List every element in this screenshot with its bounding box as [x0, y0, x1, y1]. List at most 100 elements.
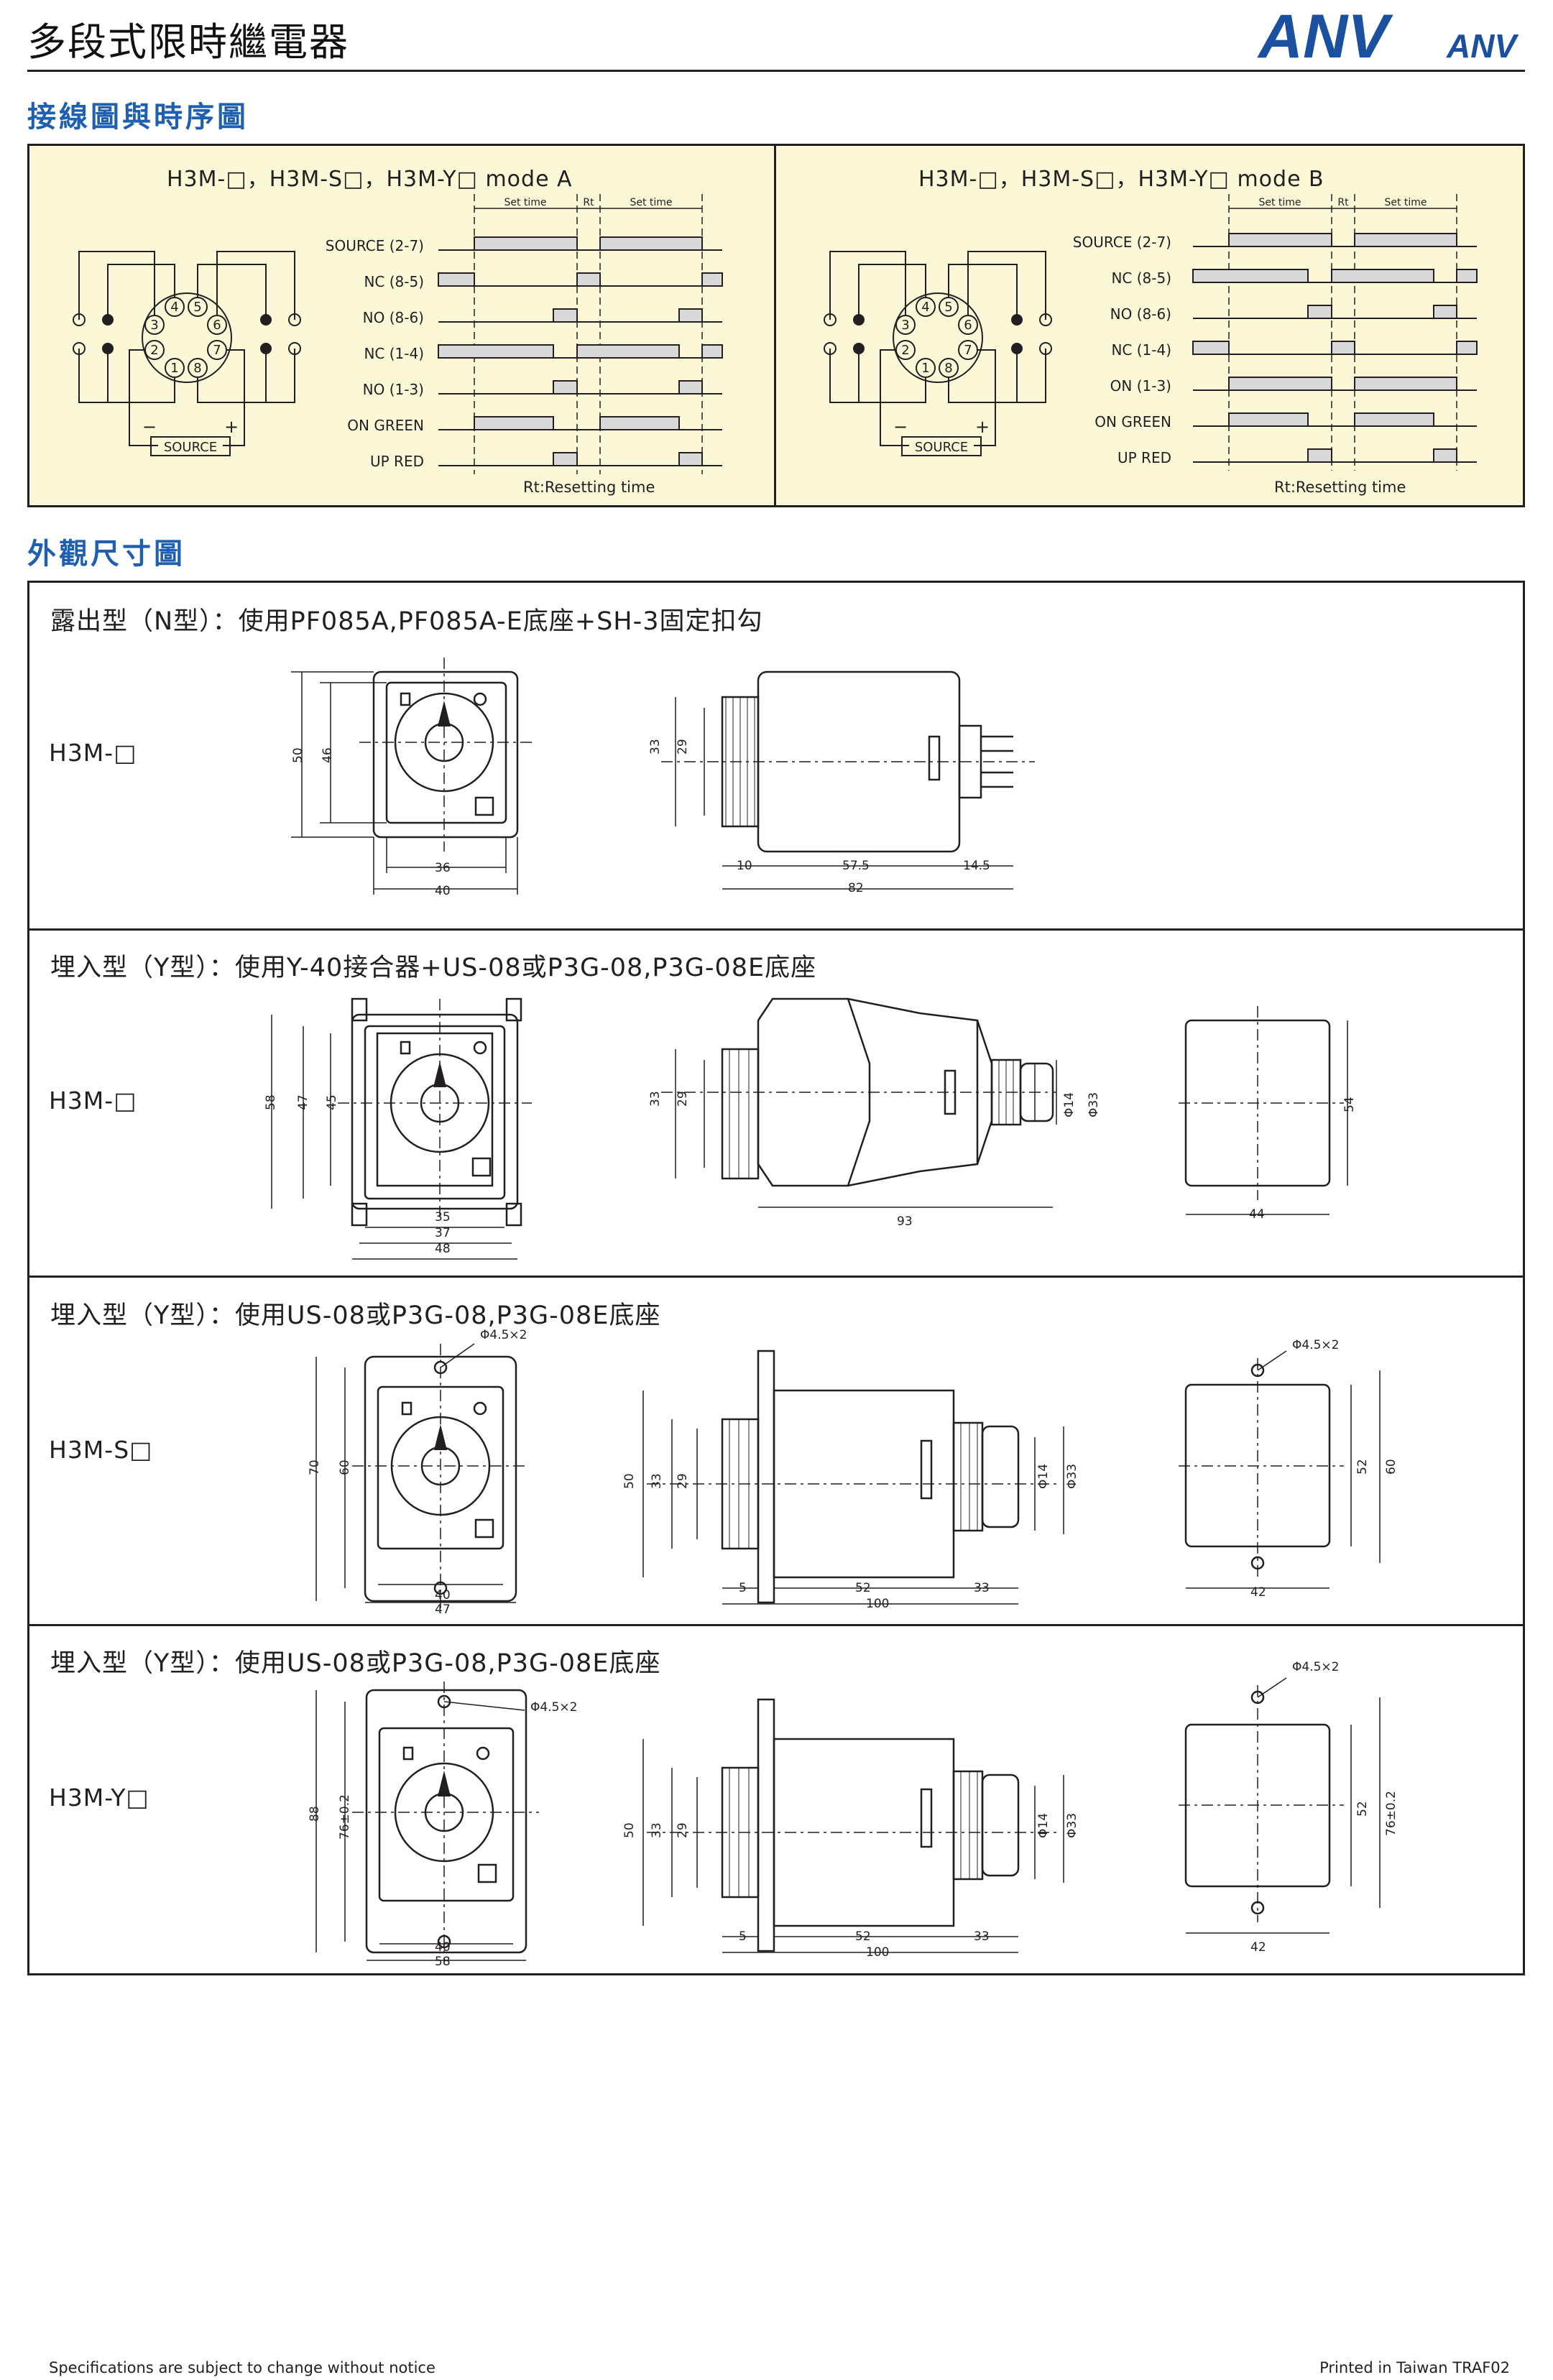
anv-logo-icon: ANV ANV — [1257, 2, 1519, 71]
dim-label: 57.5 — [842, 859, 870, 873]
row-title: 埋入型（Y型）：使用US-08或P3G-08,P3G-08E底座 — [50, 1649, 661, 1678]
pin-5: 5 — [193, 300, 201, 315]
pin-7: 7 — [964, 343, 972, 358]
dim-label: 33 — [974, 1581, 990, 1595]
hole-label: Φ4.5×2 — [1292, 1660, 1340, 1674]
pin-8: 8 — [193, 361, 201, 376]
set-time-label: Set time — [1384, 197, 1427, 208]
wiring-panel — [27, 144, 1525, 507]
mode-a-signal-label: ON GREEN — [347, 417, 424, 434]
dimensions-panel — [27, 581, 1525, 1975]
dim-label: 88 — [308, 1806, 322, 1822]
pin-6: 6 — [213, 318, 221, 333]
dim-label: 37 — [435, 1226, 451, 1240]
mode-b-rt-note: Rt:Resetting time — [1274, 479, 1406, 496]
mode-b-signal-label: SOURCE (2-7) — [1072, 234, 1171, 251]
dim-label: 100 — [866, 1945, 890, 1960]
row4-cutout-view — [1179, 1677, 1381, 1934]
mode-a-title: H3M-□，H3M-S□，H3M-Y□ mode A — [167, 167, 573, 192]
dim-label: 76±0.2 — [1384, 1791, 1398, 1836]
dim-label: 52 — [855, 1929, 871, 1944]
dimensions-section-heading: 外觀尺寸圖 — [27, 538, 185, 571]
row-separator — [27, 1276, 1525, 1278]
dim-label: 29 — [676, 739, 690, 755]
dim-label: 60 — [338, 1459, 352, 1475]
source-label: SOURCE — [164, 440, 217, 455]
mode-a-signal-label: NC (8-5) — [364, 273, 424, 290]
dim-label: 50 — [291, 747, 305, 763]
dim-label: 42 — [1250, 1940, 1266, 1955]
wiring-panel-divider — [774, 144, 776, 507]
dim-label: Φ14 — [1062, 1092, 1077, 1117]
model-label: H3M-S□ — [49, 1436, 153, 1464]
row3-side-view — [642, 1350, 1064, 1605]
pin-1: 1 — [921, 361, 929, 376]
hole-label: Φ4.5×2 — [1292, 1338, 1340, 1352]
dim-label: 33 — [650, 1822, 664, 1838]
mode-b-title: H3M-□，H3M-S□，H3M-Y□ mode B — [918, 167, 1324, 192]
dim-label: 93 — [897, 1214, 913, 1229]
wiring-section-heading: 接線圖與時序圖 — [27, 101, 249, 134]
model-label: H3M-□ — [49, 739, 137, 767]
mode-b-signal-label: ON (1-3) — [1110, 377, 1171, 395]
dim-label: 47 — [435, 1602, 451, 1617]
dim-label: 33 — [650, 1473, 664, 1489]
mode-a-signal-label: NO (1-3) — [362, 381, 424, 398]
brand-logo: ANV ANV — [1257, 2, 1524, 71]
dim-label: 29 — [676, 1091, 690, 1107]
set-time-label: Set time — [504, 197, 546, 208]
dim-label: 36 — [435, 861, 451, 875]
dim-label: 40 — [435, 1588, 451, 1602]
mode-b-signal-label: NC (8-5) — [1111, 269, 1171, 287]
row1-side-view — [661, 670, 1035, 890]
mode-a-rt-note: Rt:Resetting time — [523, 479, 655, 496]
dim-label: 40 — [435, 884, 451, 898]
mode-a-signal-label: UP RED — [370, 453, 424, 470]
mode-a-timing-chart: Set time Rt Set time — [438, 194, 723, 474]
pin-6: 6 — [964, 318, 972, 333]
pin-2: 2 — [150, 343, 158, 358]
dim-label: Φ33 — [1065, 1812, 1079, 1838]
dim-label: 29 — [676, 1473, 690, 1489]
plus-sign: + — [224, 417, 239, 437]
pin-4: 4 — [921, 300, 929, 315]
dim-label: 33 — [648, 1091, 663, 1107]
dim-label: 33 — [648, 739, 663, 755]
mode-b-socket-diagram: 4 5 3 6 2 7 1 8 − + SOURCE — [824, 251, 1052, 456]
rt-label: Rt — [583, 197, 594, 208]
pin-1: 1 — [170, 361, 178, 376]
dim-label: 35 — [435, 1210, 451, 1224]
dim-label: 48 — [435, 1242, 451, 1256]
dim-label: Φ14 — [1036, 1812, 1051, 1838]
minus-sign: − — [893, 417, 908, 437]
dim-label: 60 — [1384, 1459, 1398, 1475]
row4-side-view — [642, 1698, 1064, 1953]
dim-label: 44 — [1249, 1207, 1265, 1222]
mode-b-signal-label: NC (1-4) — [1111, 341, 1171, 359]
row2-front-view — [271, 997, 532, 1260]
brand-small-text: ANV — [1446, 27, 1519, 65]
dim-label: 100 — [866, 1597, 890, 1611]
pin-3: 3 — [901, 318, 909, 333]
footer-disclaimer: Specifications are subject to change wit… — [49, 2359, 436, 2376]
mode-a-signal-label: SOURCE (2-7) — [325, 237, 424, 254]
mode-b-signal-label: ON GREEN — [1095, 413, 1171, 430]
mode-a-socket-diagram: 4 5 3 6 2 7 1 8 − + SOURCE — [73, 251, 301, 456]
hole-label: Φ4.5×2 — [530, 1700, 578, 1715]
row2-side-view — [661, 997, 1057, 1208]
dim-label: 40 — [435, 1940, 451, 1955]
dim-label: 10 — [737, 859, 752, 873]
row-separator — [27, 1624, 1525, 1626]
pin-8: 8 — [944, 361, 952, 376]
model-label: H3M-Y□ — [49, 1784, 149, 1812]
row4-front-view — [315, 1682, 539, 1962]
dim-label: 82 — [848, 881, 864, 895]
mode-b-timing-chart: Set time Rt Set time — [1192, 194, 1478, 471]
pin-5: 5 — [944, 300, 952, 315]
row2-cutout-view — [1179, 1006, 1348, 1215]
dim-label: 50 — [622, 1473, 637, 1489]
dim-label: 14.5 — [963, 859, 990, 873]
row3-front-view — [315, 1343, 528, 1613]
dim-label: 52 — [855, 1581, 871, 1595]
dim-label: 50 — [622, 1822, 637, 1838]
